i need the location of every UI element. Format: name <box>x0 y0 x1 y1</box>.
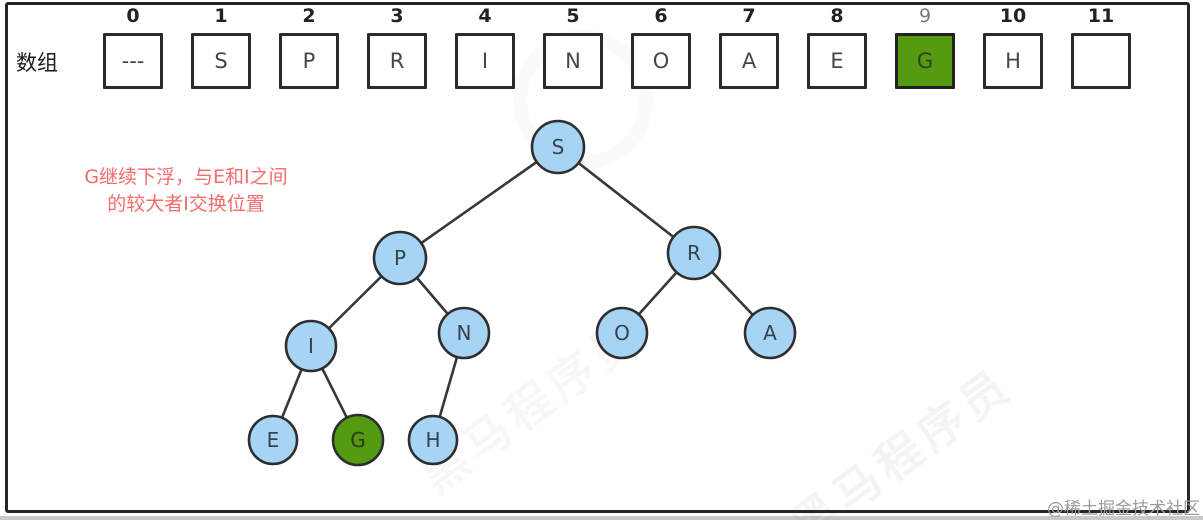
annotation-line1: G继续下浮，与E和I之间 <box>84 166 288 188</box>
array-cell: 8 E <box>807 3 867 89</box>
index-label: 0 <box>126 5 140 27</box>
array-cell: 4 I <box>455 3 515 89</box>
array-cell: 11 <box>1071 3 1131 89</box>
array-cell-value: P <box>279 33 339 89</box>
tree-node-g-label: G <box>350 428 366 452</box>
tree-node-e-label: E <box>267 428 280 452</box>
tree-node-i-label: I <box>308 334 314 358</box>
tree-node-s-label: S <box>552 135 565 159</box>
tree-edge-s-p <box>399 145 559 260</box>
index-label: 5 <box>566 5 580 27</box>
tree-node-n-circle <box>437 306 491 360</box>
array-cell-value <box>1071 33 1131 89</box>
tree-node-h-circle <box>407 414 459 466</box>
tree-node-i-circle <box>284 319 338 373</box>
watermark-juejin: @稀土掘金技术社区 <box>1047 499 1200 519</box>
index-label: 2 <box>302 5 316 27</box>
tree-node-g-circle-highlighted <box>331 413 385 467</box>
tree-node-e-circle <box>247 414 299 466</box>
array-cell-highlighted: 9 G <box>895 3 955 89</box>
array-cell-value: E <box>807 33 867 89</box>
tree-node-h-label: H <box>425 428 440 452</box>
tree-node-a-label: A <box>763 321 777 345</box>
array-cell-value: H <box>983 33 1043 89</box>
annotation-line2: 的较大者I交换位置 <box>107 193 265 215</box>
tree-node-p-label: P <box>394 246 406 270</box>
index-label: 6 <box>654 5 668 27</box>
tree-node-s-circle <box>530 119 586 175</box>
array-cell: 6 O <box>631 3 691 89</box>
index-label: 9 <box>918 5 932 27</box>
array-cell-value: G <box>895 33 955 89</box>
tree-node-a-circle <box>743 306 797 360</box>
index-label: 7 <box>742 5 756 27</box>
array-cell-value: I <box>455 33 515 89</box>
array-cell-value: R <box>367 33 427 89</box>
array-cell-value: --- <box>103 33 163 89</box>
tree-node-o-circle <box>595 306 649 360</box>
tree-edge-s-r <box>557 145 695 255</box>
index-label: 3 <box>390 5 404 27</box>
array-cell: 1 S <box>191 3 251 89</box>
index-label: 11 <box>1087 5 1115 27</box>
array-cell: 10 H <box>983 3 1043 89</box>
index-label: 4 <box>478 5 492 27</box>
index-label: 1 <box>214 5 228 27</box>
array-row: 0 --- 1 S 2 P 3 R 4 I 5 N 6 O 7 A <box>103 3 1131 89</box>
tree-node-o-label: O <box>614 321 630 345</box>
tree-node-p-circle <box>372 230 428 286</box>
array-cell: 0 --- <box>103 3 163 89</box>
array-cell: 3 R <box>367 3 427 89</box>
bottom-edge-strip <box>0 516 1203 520</box>
array-cell-value: A <box>719 33 779 89</box>
array-cell: 2 P <box>279 3 339 89</box>
array-cell-value: O <box>631 33 691 89</box>
array-cell-value: S <box>191 33 251 89</box>
array-cell-value: N <box>543 33 603 89</box>
array-cell: 5 N <box>543 3 603 89</box>
index-label: 10 <box>999 5 1027 27</box>
index-label: 8 <box>830 5 844 27</box>
tree-node-n-label: N <box>457 321 472 345</box>
array-cell: 7 A <box>719 3 779 89</box>
array-label: 数组 <box>16 51 58 75</box>
annotation-text: G继续下浮，与E和I之间 的较大者I交换位置 <box>58 164 314 218</box>
tree-node-r-circle <box>666 225 722 281</box>
tree-node-r-label: R <box>687 241 701 265</box>
